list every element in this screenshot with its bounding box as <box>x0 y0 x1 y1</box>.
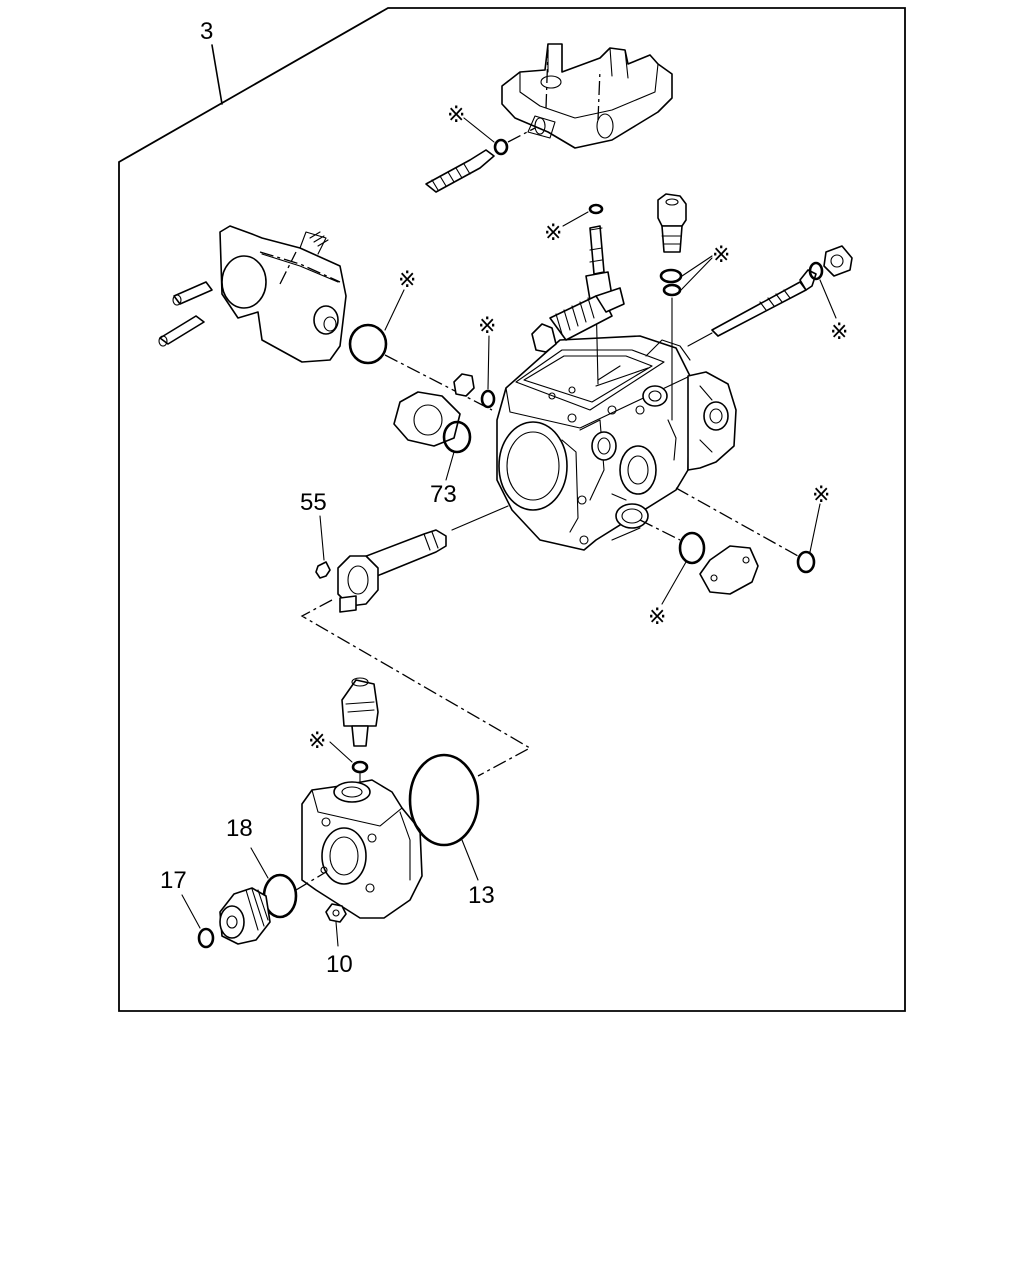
axis-cover <box>639 519 681 541</box>
inlet-nipple <box>425 127 536 193</box>
nut-10 <box>325 903 347 923</box>
leader-asterisk-2 <box>384 289 405 331</box>
callout-10: 10 <box>326 951 353 978</box>
oring-valve <box>351 760 369 774</box>
oring-sensor-2 <box>662 283 682 297</box>
gasket-plate <box>393 391 461 447</box>
asterisk-9: ※ <box>308 728 326 753</box>
leader-73 <box>445 451 455 481</box>
top-cover <box>501 43 673 149</box>
callout-17: 17 <box>160 867 187 894</box>
threaded-plug <box>219 887 271 945</box>
asterisk-8: ※ <box>812 482 830 507</box>
leader-55 <box>319 515 325 561</box>
sensor-plug <box>657 193 687 253</box>
oring-sensor-1 <box>659 268 683 284</box>
leader-asterisk-3 <box>487 335 490 390</box>
group-leader <box>300 599 532 777</box>
callout-3: 3 <box>200 18 213 45</box>
pin-55 <box>315 561 331 579</box>
oring-right <box>796 550 816 574</box>
pump-body <box>496 335 737 551</box>
asterisk-3: ※ <box>478 313 496 338</box>
axis-shaft <box>451 505 509 531</box>
asterisk-4: ※ <box>544 220 562 245</box>
asterisk-6: ※ <box>830 319 848 344</box>
small-bolt <box>453 373 496 409</box>
callout-55: 55 <box>300 489 327 516</box>
asterisk-1: ※ <box>447 102 465 127</box>
leader-asterisk-4 <box>562 211 589 227</box>
callout-73: 73 <box>430 481 457 508</box>
leader-13 <box>461 839 479 881</box>
leader-asterisk-9 <box>329 741 353 763</box>
oring-lever-top <box>588 203 604 215</box>
oring-cover <box>678 531 706 565</box>
assembly-frame <box>118 7 906 1012</box>
asterisk-7: ※ <box>648 604 666 629</box>
oring-73 <box>442 420 472 454</box>
leader-asterisk-5b <box>680 257 713 291</box>
lower-housing <box>301 779 423 919</box>
solenoid-valve <box>158 225 347 363</box>
leader-asterisk-8 <box>809 503 821 553</box>
cover-plate-right <box>699 545 759 595</box>
callout-18: 18 <box>226 815 253 842</box>
washer-17 <box>197 927 215 949</box>
callout-13: 13 <box>468 882 495 909</box>
leader-assembly <box>211 44 223 105</box>
axis-solenoid <box>384 354 493 411</box>
control-lever <box>531 225 625 385</box>
leader-asterisk-5a <box>681 255 713 277</box>
leader-17 <box>181 894 201 929</box>
leader-10 <box>335 921 339 947</box>
oring-13 <box>408 753 480 847</box>
leader-asterisk-1 <box>463 117 495 143</box>
leader-asterisk-6 <box>819 279 837 319</box>
axis-plug <box>295 871 327 891</box>
adjust-rod <box>687 245 853 347</box>
drive-shaft <box>337 529 447 613</box>
oring-rod <box>808 261 824 281</box>
oring-nipple <box>493 138 509 156</box>
axis-right <box>675 487 799 557</box>
asterisk-5: ※ <box>712 242 730 267</box>
leader-asterisk-7 <box>661 561 687 605</box>
washer-bolt <box>480 389 496 409</box>
leader-18 <box>250 847 269 879</box>
asterisk-2: ※ <box>398 267 416 292</box>
oring-solenoid <box>348 323 388 365</box>
injection-valve <box>341 677 379 747</box>
